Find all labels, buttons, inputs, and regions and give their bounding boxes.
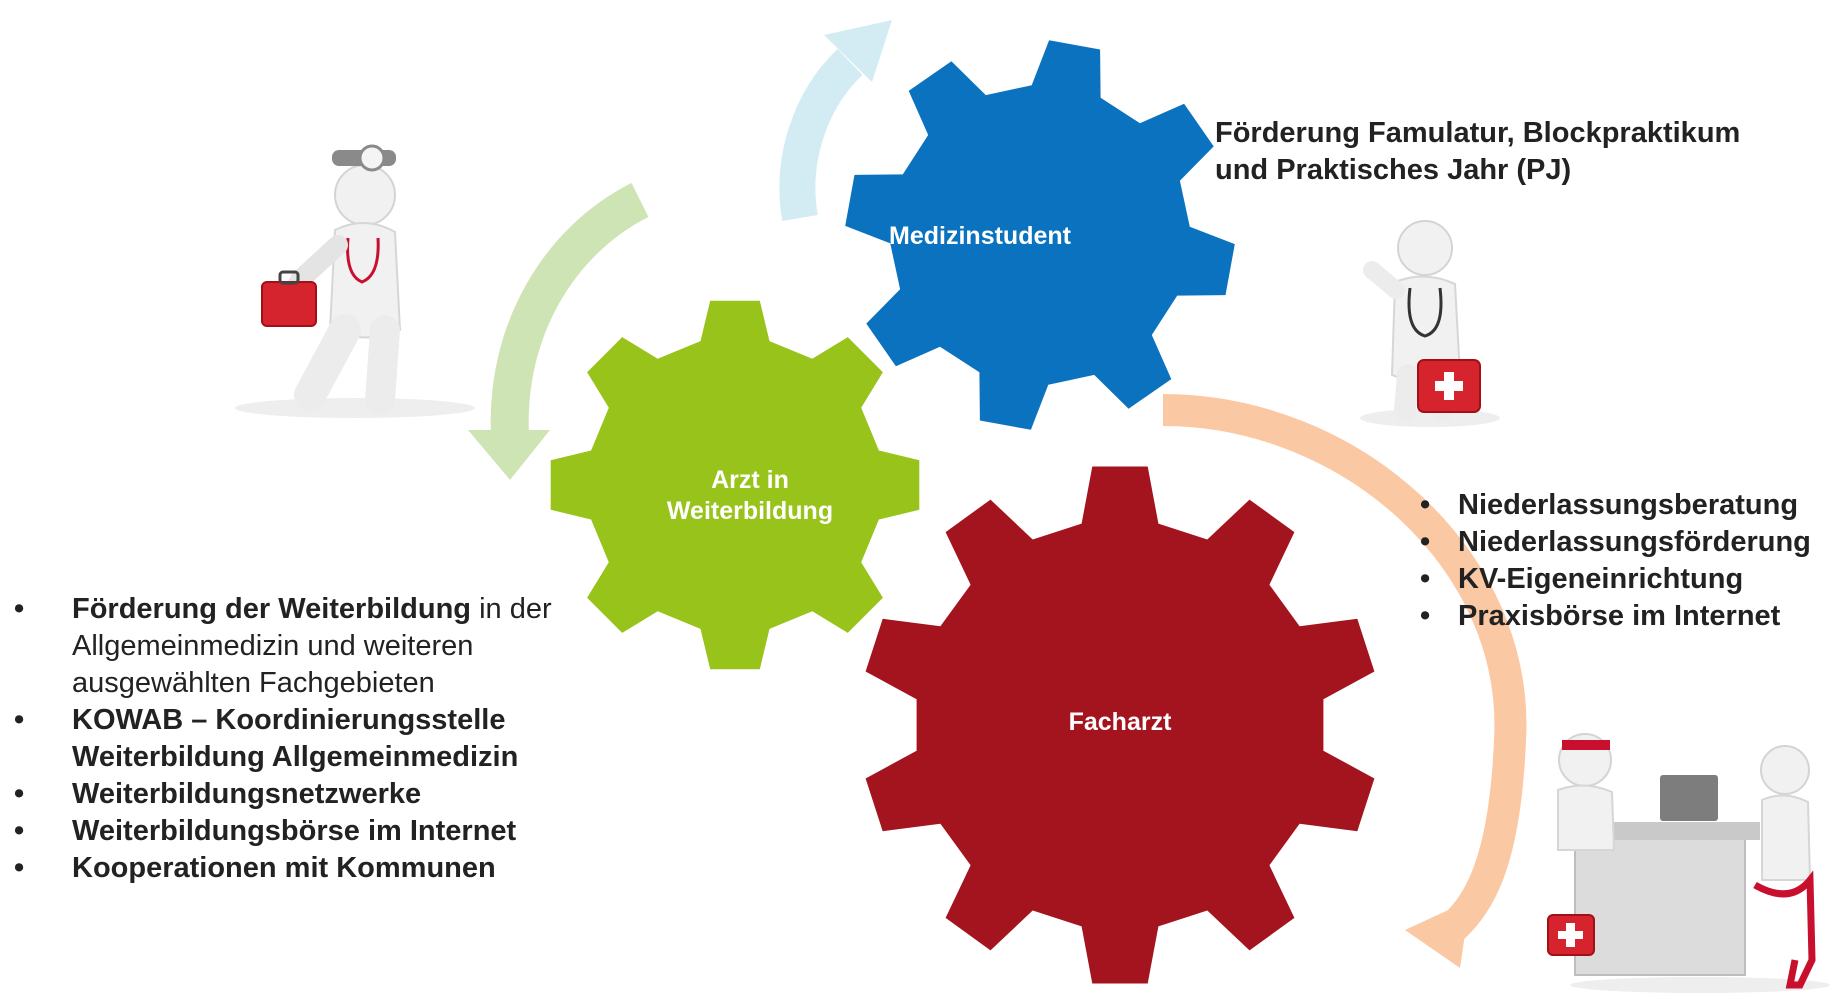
trainee-item3: Weiterbildungsnetzwerke: [72, 778, 422, 810]
list-item: • Förderung der Weiterbildung in der All…: [14, 591, 634, 702]
trainee-support-list: • Förderung der Weiterbildung in der All…: [14, 591, 634, 887]
student-support-text: Förderung Famulatur, Blockpraktikum und …: [1215, 115, 1740, 189]
blue-cycle-arrow: [779, 20, 892, 222]
list-item: • KV-Eigeneinrichtung: [1420, 561, 1811, 598]
list-item: • Kooperationen mit Kommunen: [14, 850, 634, 887]
bullet-icon: •: [14, 704, 25, 736]
trainee-item1-bold: Förderung der Weiterbildung: [72, 593, 472, 625]
trainee-item2-line2: Weiterbildung Allgemeinmedizin: [72, 741, 519, 773]
arzt-in-label-line2: Weiterbildung: [666, 497, 834, 525]
student-support-line2: und Praktisches Jahr (PJ): [1215, 154, 1572, 186]
bullet-icon: •: [14, 852, 25, 884]
green-arrow-head: [468, 430, 550, 480]
specialist-support-list: • Niederlassungsberatung • Niederlassungsf…: [1420, 487, 1811, 635]
list-item: • Niederlassungsförderung: [1420, 524, 1811, 561]
specialist-item-text: Niederlassungsberatung: [1458, 489, 1799, 521]
specialist-item-text: Niederlassungsförderung: [1458, 526, 1811, 558]
green-cycle-arrow: [468, 183, 649, 480]
trainee-item5: Kooperationen mit Kommunen: [72, 852, 496, 884]
orange-arrow-body: [1162, 394, 1527, 943]
list-item: • KOWAB – Koordinierungsstelle Weiterbil…: [14, 702, 634, 776]
bullet-icon: •: [14, 778, 25, 810]
arzt-in-weiterbildung-gear-shape: [550, 300, 920, 670]
specialist-item-text: KV-Eigeneinrichtung: [1458, 563, 1744, 595]
medizinstudent-gear-shape: [845, 40, 1235, 430]
running-doctor-illustration: [235, 144, 475, 418]
student-support-line1: Förderung Famulatur, Blockpraktikum: [1215, 117, 1741, 149]
blue-arrow-head: [824, 20, 892, 82]
facharzt-gear: [865, 466, 1375, 984]
bullet-icon: •: [1420, 526, 1431, 558]
arzt-in-weiterbildung-label: Arzt in Weiterbildung: [650, 465, 850, 527]
trainee-item2-line1: KOWAB – Koordinierungsstelle: [72, 704, 506, 736]
arzt-in-weiterbildung-gear: [550, 300, 920, 670]
trainee-item1-line3: ausgewählten Fachgebieten: [72, 667, 435, 699]
list-item: • Weiterbildungsbörse im Internet: [14, 813, 634, 850]
specialist-item-text: Praxisbörse im Internet: [1458, 600, 1781, 632]
facharzt-label: Facharzt: [1068, 708, 1172, 736]
trainee-item1-line2: Allgemeinmedizin und weiteren: [72, 630, 474, 662]
medizinstudent-gear: [845, 40, 1235, 430]
trainee-item4: Weiterbildungsbörse im Internet: [72, 815, 517, 847]
arzt-in-label-line1: Arzt in: [711, 466, 789, 494]
list-item: • Niederlassungsberatung: [1420, 487, 1811, 524]
blue-arrow-body: [779, 48, 863, 222]
bullet-icon: •: [1420, 600, 1431, 632]
bullet-icon: •: [14, 815, 25, 847]
orange-cycle-arrow: [1162, 394, 1527, 968]
list-item: • Weiterbildungsnetzwerke: [14, 776, 634, 813]
medizinstudent-label: Medizinstudent: [889, 222, 1071, 250]
green-arrow-body: [490, 183, 649, 436]
bullet-icon: •: [1420, 489, 1431, 521]
bullet-icon: •: [14, 593, 25, 625]
orange-arrow-head: [1405, 900, 1470, 968]
bullet-icon: •: [1420, 563, 1431, 595]
doctor-consultation-illustration: [1547, 733, 1830, 993]
trainee-item1-rest: in der: [471, 593, 552, 625]
thumbs-up-doctor-illustration: [1360, 220, 1500, 427]
facharzt-gear-shape: [865, 466, 1375, 984]
list-item: • Praxisbörse im Internet: [1420, 598, 1811, 635]
